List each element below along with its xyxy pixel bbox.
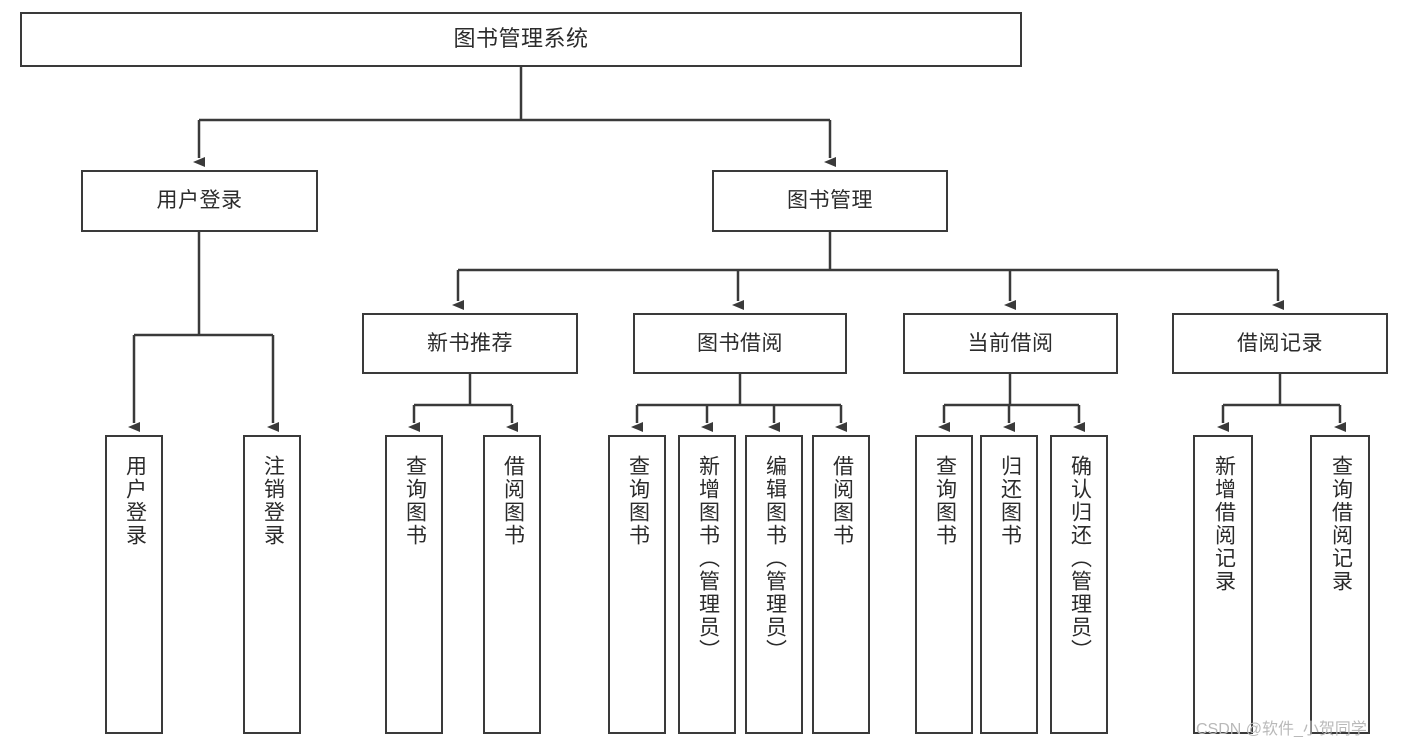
node-current-borrow[interactable]: 当前借阅 bbox=[903, 313, 1118, 374]
leaf-node[interactable]: 新增借阅记录 bbox=[1193, 435, 1253, 734]
node-book-borrow[interactable]: 图书借阅 bbox=[633, 313, 847, 374]
leaf-node-label: 新增借阅记录 bbox=[1212, 455, 1236, 593]
edge-group-borrow bbox=[631, 374, 847, 432]
leaf-node[interactable]: 查询图书 bbox=[915, 435, 973, 734]
node-user-login[interactable]: 用户登录 bbox=[81, 170, 318, 232]
leaf-node-label: 查询图书 bbox=[626, 455, 650, 547]
node-current-borrow-label: 当前借阅 bbox=[967, 331, 1054, 355]
node-new-book-recommend-label: 新书推荐 bbox=[427, 331, 513, 355]
node-new-book-recommend[interactable]: 新书推荐 bbox=[362, 313, 578, 374]
node-book-borrow-label: 图书借阅 bbox=[697, 331, 783, 355]
leaf-node-label: 归还图书 bbox=[998, 455, 1022, 547]
leaf-node[interactable]: 归还图书 bbox=[980, 435, 1038, 734]
node-book-management-label: 图书管理 bbox=[787, 189, 873, 213]
leaf-node-label: 借阅图书 bbox=[501, 455, 525, 547]
leaf-node[interactable]: 注销登录 bbox=[243, 435, 301, 734]
leaf-node-label: 新增图书（管理员） bbox=[696, 455, 720, 662]
leaf-node-label: 查询借阅记录 bbox=[1329, 455, 1353, 593]
leaf-node-label: 借阅图书 bbox=[830, 455, 854, 547]
leaf-node-label: 确认归还（管理员） bbox=[1068, 455, 1092, 662]
leaf-node[interactable]: 借阅图书 bbox=[812, 435, 870, 734]
leaf-node-label: 查询图书 bbox=[933, 455, 957, 547]
leaf-node[interactable]: 借阅图书 bbox=[483, 435, 541, 734]
leaf-node[interactable]: 查询借阅记录 bbox=[1310, 435, 1370, 734]
edge-group-current-borrow bbox=[938, 374, 1085, 432]
edge-group-book-mgmt bbox=[452, 232, 1284, 310]
leaf-node[interactable]: 查询图书 bbox=[608, 435, 666, 734]
node-book-management[interactable]: 图书管理 bbox=[712, 170, 948, 232]
edge-group-records bbox=[1217, 374, 1346, 432]
leaf-node[interactable]: 用户登录 bbox=[105, 435, 163, 734]
leaf-node-label: 用户登录 bbox=[123, 455, 147, 547]
leaf-node-label: 查询图书 bbox=[403, 455, 427, 547]
node-root-label: 图书管理系统 bbox=[453, 26, 589, 52]
leaf-node[interactable]: 查询图书 bbox=[385, 435, 443, 734]
node-root[interactable]: 图书管理系统 bbox=[20, 12, 1022, 67]
node-borrow-records-label: 借阅记录 bbox=[1237, 331, 1323, 355]
leaf-node[interactable]: 编辑图书（管理员） bbox=[745, 435, 803, 734]
leaf-node-label: 编辑图书（管理员） bbox=[763, 455, 787, 662]
leaf-node-label: 注销登录 bbox=[261, 455, 285, 547]
edge-group-root bbox=[193, 67, 836, 167]
node-user-login-label: 用户登录 bbox=[156, 189, 243, 213]
edge-group-user-login bbox=[128, 232, 279, 432]
edge-group-new-book bbox=[408, 374, 518, 432]
node-borrow-records[interactable]: 借阅记录 bbox=[1172, 313, 1388, 374]
csdn-watermark: CSDN @软件_小贺同学 bbox=[1196, 721, 1367, 738]
leaf-node[interactable]: 确认归还（管理员） bbox=[1050, 435, 1108, 734]
leaf-node[interactable]: 新增图书（管理员） bbox=[678, 435, 736, 734]
